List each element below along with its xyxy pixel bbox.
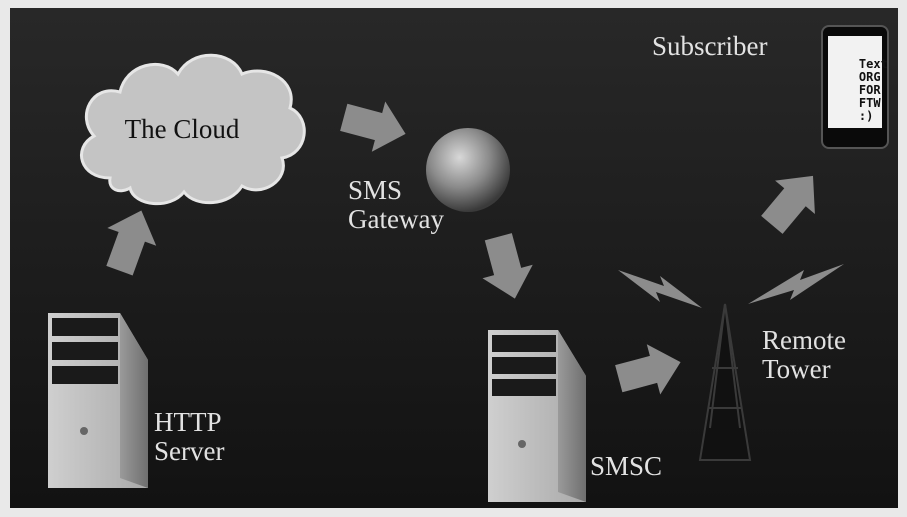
network-diagram: The Cloud Subscriber Text ORG FOR FTW :)… [10, 8, 898, 508]
diagram-canvas [10, 8, 898, 508]
tower-label: Remote Tower [762, 326, 846, 384]
gateway-label-line: Gateway [348, 204, 444, 234]
gateway-sphere-icon [426, 128, 510, 212]
tower-label-line: Remote [762, 325, 846, 355]
http-server-label-line: HTTP [154, 407, 222, 437]
arrow-cloud-to-gateway [340, 101, 406, 152]
http-server-label: HTTP Server [154, 408, 224, 466]
cloud-icon [79, 53, 306, 206]
subscriber-label: Subscriber [652, 31, 768, 61]
http-server-label-line: Server [154, 436, 225, 466]
phone-screen-line: FTW [858, 96, 881, 110]
arrow-smsc-to-tower [615, 344, 681, 395]
signal-bolt-right-icon [748, 264, 844, 304]
phone-screen-line: FOR [858, 83, 881, 97]
phone-screen-line: ORG [858, 70, 881, 84]
http-server-icon [48, 313, 148, 488]
tower-icon [698, 303, 752, 461]
tower-label-line: Tower [762, 354, 831, 384]
phone-screen-text: Text ORG FOR FTW :) [830, 45, 888, 136]
phone-screen-line: :) [858, 109, 874, 123]
gateway-label-line: SMS [348, 175, 403, 205]
phone-screen-line: Text [858, 57, 888, 71]
cloud-label: The Cloud [124, 114, 240, 144]
gateway-label: SMS Gateway [348, 176, 444, 234]
arrow-server-to-cloud [106, 210, 157, 276]
subscriber-phone-icon [821, 25, 889, 149]
smsc-label: SMSC [590, 451, 663, 481]
smsc-server-icon [488, 330, 586, 502]
arrow-tower-to-subscriber [761, 175, 815, 234]
arrow-gateway-to-smsc [482, 233, 533, 299]
signal-bolt-left-icon [618, 270, 702, 308]
